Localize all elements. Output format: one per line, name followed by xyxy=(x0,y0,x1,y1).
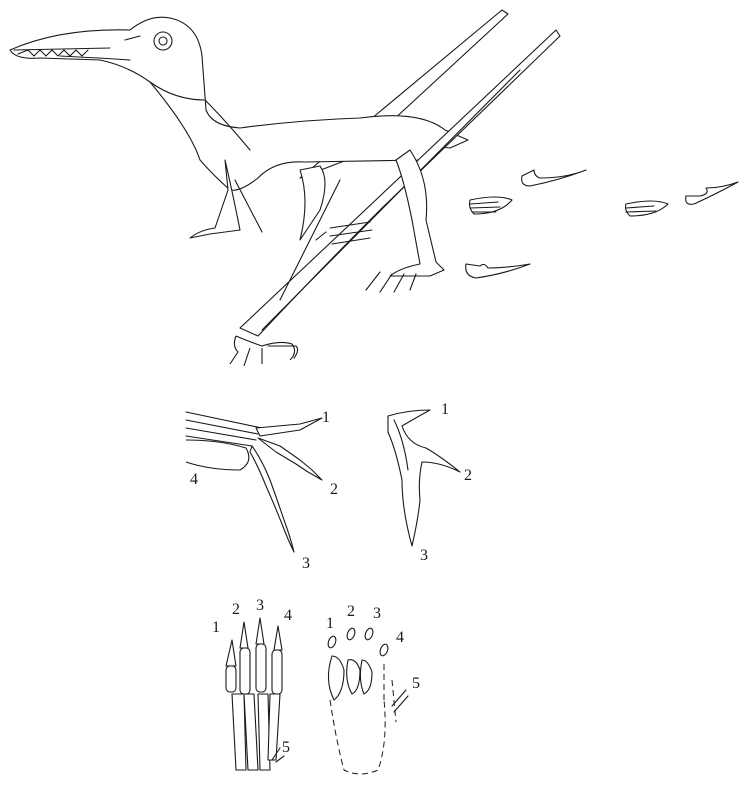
manus-track-label-1: 1 xyxy=(441,402,449,418)
pes-print-2 xyxy=(626,201,669,216)
pes-label-1: 1 xyxy=(212,620,220,636)
manus-print-3 xyxy=(466,264,530,278)
manus-label-3: 3 xyxy=(302,556,310,572)
manus-label-4: 4 xyxy=(190,472,198,488)
manus-track-label-3: 3 xyxy=(420,548,428,564)
lower-wing xyxy=(240,30,560,336)
pterosaur-illustration xyxy=(10,10,560,366)
foot xyxy=(230,336,295,366)
pes-track xyxy=(327,627,408,774)
manus-print-1 xyxy=(522,170,586,186)
manus-track-label-2: 2 xyxy=(464,468,472,484)
trackway xyxy=(466,170,738,278)
pes-track-label-3: 3 xyxy=(373,606,381,622)
pes-track-label-2: 2 xyxy=(347,604,355,620)
pes-skeleton xyxy=(226,618,284,770)
pes-track-label-4: 4 xyxy=(396,630,404,646)
manus-digit-1 xyxy=(256,418,322,436)
manus-digit-3 xyxy=(250,446,294,552)
manus-skeleton xyxy=(186,412,322,552)
eye xyxy=(154,32,172,50)
pes-label-3: 3 xyxy=(256,598,264,614)
pes-track-label-1: 1 xyxy=(326,616,334,632)
manus-label-2: 2 xyxy=(330,482,338,498)
pes-track-label-5: 5 xyxy=(412,676,420,692)
pes-label-4: 4 xyxy=(284,608,292,624)
manus-track xyxy=(388,410,460,546)
hind-leg xyxy=(390,150,444,276)
manus-print-2 xyxy=(686,182,738,204)
pes-label-5: 5 xyxy=(282,740,290,756)
manus-label-1: 1 xyxy=(322,410,330,426)
pes-label-2: 2 xyxy=(232,602,240,618)
